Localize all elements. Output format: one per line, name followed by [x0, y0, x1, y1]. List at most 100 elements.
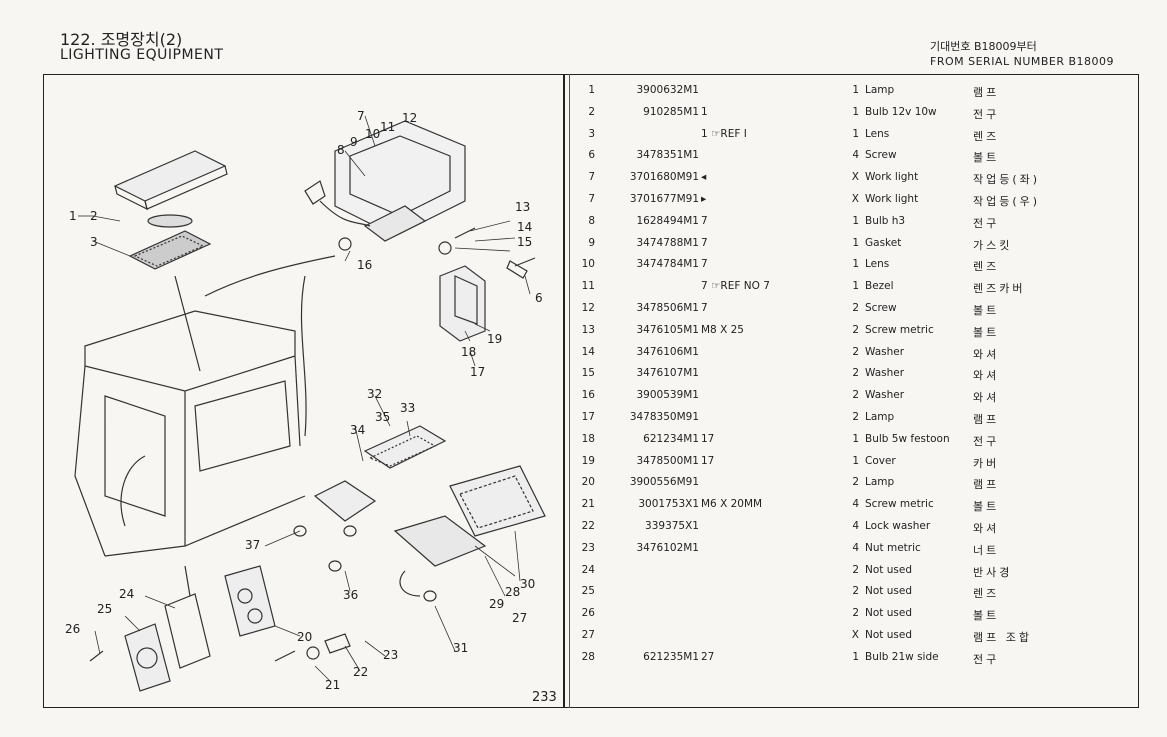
callout-34: 34	[350, 423, 365, 437]
description-korean: 램프	[973, 86, 1000, 99]
description-english: Screw metric	[865, 498, 934, 511]
description-korean: 볼트	[973, 151, 1000, 165]
part-number: 1628494M1	[636, 214, 699, 227]
reference: 27	[701, 650, 715, 663]
item-number: 3	[588, 127, 595, 140]
reference: 7	[701, 214, 708, 227]
callout-17: 17	[470, 365, 485, 379]
description-english: Screw	[865, 301, 897, 314]
quantity: 1	[852, 236, 859, 249]
reference: 7	[701, 258, 708, 271]
description-english: Not used	[865, 607, 912, 620]
description-korean: 가스킷	[973, 238, 1013, 252]
reference: M8 X 25	[701, 323, 744, 336]
roof-lamp-drawing	[113, 150, 228, 270]
part-number: 3900539M1	[636, 389, 699, 402]
callout-27: 27	[512, 611, 527, 625]
item-number: 19	[581, 454, 595, 467]
page-number: 233	[532, 690, 557, 705]
reference: 1 ☞REF I	[701, 127, 747, 140]
part-number: 3478506M1	[636, 301, 699, 314]
callout-10: 10	[365, 127, 380, 141]
part-number: 339375X1	[645, 519, 699, 532]
item-number: 20	[581, 476, 595, 489]
callout-15: 15	[517, 235, 532, 249]
quantity: 4	[852, 541, 859, 554]
item-number: 14	[581, 345, 595, 358]
quantity: 4	[852, 149, 859, 162]
description-english: Washer	[865, 345, 905, 358]
description-english: Screw metric	[865, 323, 934, 336]
callout-21: 21	[325, 678, 340, 692]
reference: 1	[701, 105, 708, 118]
item-number: 25	[581, 585, 595, 598]
quantity: 2	[852, 389, 859, 402]
part-number: 3900632M1	[636, 84, 699, 96]
callout-28: 28	[505, 585, 520, 599]
reference: 17	[701, 432, 715, 445]
reference: 7 ☞REF NO 7	[701, 280, 770, 293]
item-number: 2	[588, 105, 595, 118]
quantity: 1	[852, 105, 859, 118]
item-number: 27	[581, 628, 595, 641]
description-korean: 작업등(우)	[973, 194, 1041, 208]
description-korean: 와셔	[973, 347, 1000, 361]
quantity: 2	[852, 345, 859, 358]
serial-note-korean: 기대번호 B18009부터	[930, 40, 1037, 53]
page-title-number: 122. 조명장치(2)	[60, 30, 183, 49]
item-number: 24	[581, 563, 595, 576]
callout-30: 30	[520, 577, 535, 591]
callout-20: 20	[297, 630, 312, 644]
description-english: Lens	[865, 258, 890, 271]
part-number: 910285M1	[643, 105, 699, 118]
part-number: 3701680M91	[629, 171, 699, 184]
item-number: 12	[581, 301, 595, 314]
rear-lights-drawing	[293, 425, 546, 602]
page-title-english: LIGHTING EQUIPMENT	[60, 47, 224, 63]
quantity: X	[851, 171, 859, 184]
callout-36: 36	[343, 588, 358, 602]
part-number: 3478351M1	[636, 149, 699, 162]
callout-14: 14	[517, 220, 532, 234]
item-number: 8	[588, 214, 595, 227]
quantity: X	[851, 628, 859, 641]
description-english: Not used	[865, 563, 912, 576]
item-number: 6	[588, 149, 595, 162]
quantity: 2	[852, 607, 859, 620]
item-number: 7	[588, 192, 595, 205]
quantity: 1	[852, 454, 859, 467]
part-number: 3474788M1	[636, 236, 699, 249]
description-english: Cover	[865, 454, 896, 467]
quantity: 1	[852, 280, 859, 293]
description-english: Lamp	[865, 84, 895, 96]
callout-6: 6	[535, 291, 543, 305]
quantity: 2	[852, 410, 859, 423]
part-number: 3474784M1	[636, 258, 699, 271]
description-korean: 전구	[973, 216, 1000, 230]
callout-11: 11	[380, 120, 395, 134]
reference: 17	[701, 454, 715, 467]
item-number: 13	[581, 323, 595, 336]
description-korean: 와셔	[973, 521, 1000, 535]
callout-25: 25	[97, 602, 112, 616]
item-number: 22	[581, 519, 595, 532]
item-number: 17	[581, 410, 595, 423]
quantity: 1	[852, 127, 859, 140]
part-number: 621234M1	[643, 432, 699, 445]
part-number: 3001753X1	[638, 498, 699, 511]
callout-22: 22	[353, 665, 368, 679]
